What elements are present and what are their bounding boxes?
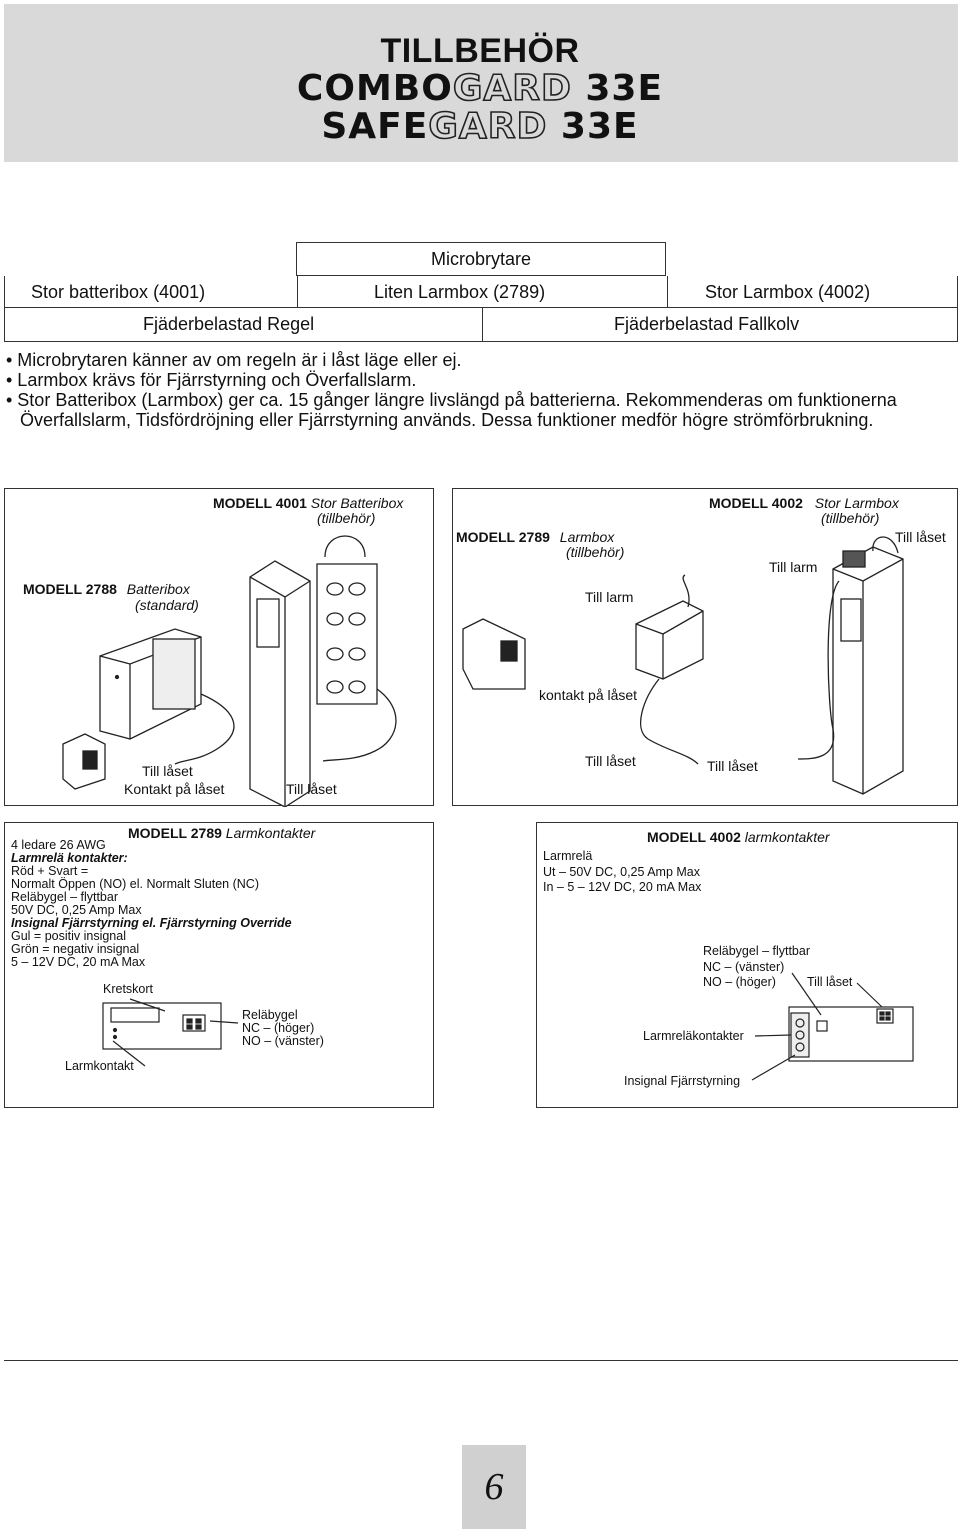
battery-illustration — [62, 535, 397, 807]
label-insignal: Insignal Fjärrstyrning — [624, 1074, 741, 1088]
spec-line: Larmrelä kontakter: — [11, 851, 128, 865]
label-no-vanster: NO – (vänster) — [242, 1034, 324, 1048]
label-till-laset-2: Till låset — [286, 781, 337, 797]
brand-safegard: SAFEGARD 33E — [321, 105, 639, 148]
label-modell-2788: MODELL 2788 Batteribox — [23, 581, 190, 597]
circuit-board-illustration — [102, 998, 239, 1067]
brand-combogard: COMBOGARD 33E — [296, 67, 664, 110]
label-kretskort: Kretskort — [103, 982, 154, 996]
page-title: TILLBEHÖR — [380, 32, 580, 70]
modell-2789-contacts: MODELL 2789 Larmkontakter 4 ledare 26 AW… — [4, 822, 434, 1108]
label-nc-vanster: NC – (vänster) — [703, 960, 785, 974]
modell-4002-contacts: MODELL 4002 larmkontakter Larmrelä Ut – … — [536, 822, 958, 1108]
bullet-item: • Stor Batteribox (Larmbox) ger ca. 15 g… — [6, 390, 897, 430]
label-larmrelakontakter: Larmreläkontakter — [643, 1029, 744, 1043]
spec-line: 50V DC, 0,25 Amp Max — [11, 903, 142, 917]
spec-line: 4 ledare 26 AWG — [11, 838, 106, 852]
spec-line: Reläbygel – flyttbar — [11, 890, 119, 904]
spec-line: Larmrelä — [543, 849, 593, 863]
label-till-laset-1: Till låset — [142, 763, 193, 779]
label-modell-4002: MODELL 4002 Stor Larmbox — [709, 495, 899, 511]
alarm-box-diagram: MODELL 2789 Larmbox (tillbehör) MODELL 4… — [452, 488, 958, 806]
bullet-item: • Larmbox krävs för Fjärrstyrning och Öv… — [6, 370, 417, 390]
cell-stor-batteribox: Stor batteribox (4001) — [31, 282, 206, 302]
cell-fallkolv: Fjäderbelastad Fallkolv — [614, 314, 800, 334]
label-2788-sub: (standard) — [135, 597, 199, 613]
label-4002-sub: (tillbehör) — [821, 510, 880, 526]
spec-line: Insignal Fjärrstyrning el. Fjärrstyrning… — [11, 916, 292, 930]
label-till-laset: Till låset — [807, 975, 853, 989]
label-kontakt-pa-laset: Kontakt på låset — [124, 781, 225, 797]
spec-line: Gul = positiv insignal — [11, 929, 126, 943]
relay-board-illustration — [751, 972, 914, 1081]
spec-line: 5 – 12V DC, 20 mA Max — [11, 955, 146, 969]
label-modell-4001: MODELL 4001 Stor Batteribox — [213, 495, 404, 511]
cell-liten-larmbox: Liten Larmbox (2789) — [374, 282, 546, 302]
spec-line: Röd + Svart = — [11, 864, 89, 878]
spec-line: In – 5 – 12V DC, 20 mA Max — [543, 880, 702, 894]
label-till-larm-4002: Till larm — [769, 559, 818, 575]
cell-stor-larmbox: Stor Larmbox (4002) — [705, 282, 871, 302]
label-2789-sub: (tillbehör) — [566, 544, 625, 560]
label-larmkontakt: Larmkontakt — [65, 1059, 134, 1073]
label-kontakt-pa-laset: kontakt på låset — [539, 687, 638, 703]
battery-box-diagram: MODELL 4001 Stor Batteribox (tillbehör) … — [4, 488, 434, 807]
label-4001-sub: (tillbehör) — [317, 510, 376, 526]
label-till-laset-top: Till låset — [895, 529, 946, 545]
section-title: MODELL 2789 Larmkontakter — [128, 825, 316, 841]
header-band — [4, 4, 958, 162]
cell-regel: Fjäderbelastad Regel — [143, 314, 315, 334]
accessory-row: Stor batteribox (4001) Liten Larmbox (27… — [4, 276, 958, 308]
microbrytare-cell: Microbrytare — [296, 242, 666, 276]
section-title: MODELL 4002 larmkontakter — [647, 829, 830, 845]
label-modell-2789: MODELL 2789 Larmbox — [456, 529, 615, 545]
label-relabygel-flyttbar: Reläbygel – flyttbar — [703, 944, 811, 958]
spec-line: Normalt Öppen (NO) el. Normalt Sluten (N… — [11, 877, 259, 891]
spec-line: Grön = negativ insignal — [11, 942, 140, 956]
label-relabygel: Reläbygel — [242, 1008, 298, 1022]
footer-divider — [4, 1360, 958, 1361]
label-till-larm-2789: Till larm — [585, 589, 634, 605]
page-number: 6 — [462, 1445, 526, 1529]
bullet-item: • Microbrytaren känner av om regeln är i… — [6, 350, 462, 370]
label-no-hoger: NO – (höger) — [703, 975, 776, 989]
spec-line: Ut – 50V DC, 0,25 Amp Max — [543, 865, 701, 879]
bullet-list: • Microbrytaren känner av om regeln är i… — [6, 350, 946, 430]
lock-type-row: Fjäderbelastad Regel Fjäderbelastad Fall… — [4, 308, 958, 342]
label-till-laset-b: Till låset — [707, 758, 758, 774]
label-nc-hoger: NC – (höger) — [242, 1021, 315, 1035]
label-till-laset-a: Till låset — [585, 753, 636, 769]
alarm-illustration — [462, 536, 904, 795]
